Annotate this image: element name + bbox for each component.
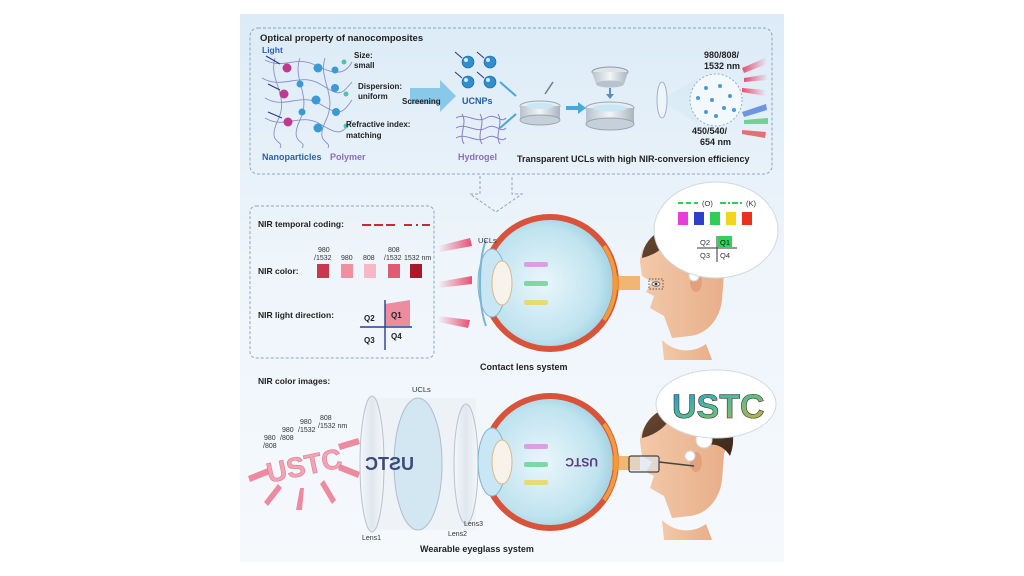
bubble-swatch-3 bbox=[710, 212, 720, 225]
bubble-ustc: USTC bbox=[672, 388, 765, 426]
swatch-1-l1: 980 bbox=[318, 247, 330, 254]
lens-mold-icon bbox=[519, 81, 561, 126]
bubble-q1: Q1 bbox=[720, 238, 730, 247]
q4-label: Q4 bbox=[391, 332, 402, 341]
dispersion-label: Dispersion: bbox=[358, 82, 402, 91]
middle-nir-beams bbox=[438, 238, 472, 328]
screening-label: Screening bbox=[402, 97, 441, 106]
bubble-q3: Q3 bbox=[700, 251, 710, 260]
bubble-k-label: (K) bbox=[746, 199, 757, 208]
swatch-1-l2: /1532 bbox=[314, 255, 332, 262]
nir-in-label-1: 980/808/ bbox=[704, 50, 740, 60]
nir-color-swatches: 980 /1532 980 808 808 /1532 1532 nm bbox=[314, 247, 431, 278]
vis-out-label-2: 654 nm bbox=[700, 137, 731, 147]
q1-label: Q1 bbox=[391, 311, 402, 320]
l-808-1532-2: /1532 nm bbox=[318, 423, 347, 430]
q3-label: Q3 bbox=[364, 336, 375, 345]
bottom-caption: Wearable eyeglass system bbox=[420, 544, 534, 554]
lens-system-icon: USTC bbox=[359, 395, 479, 533]
polymer-label: Polymer bbox=[330, 152, 366, 162]
bubble-q2: Q2 bbox=[700, 238, 710, 247]
swatch-3 bbox=[364, 264, 376, 278]
q2-label: Q2 bbox=[364, 314, 375, 323]
vis-out-label-1: 450/540/ bbox=[692, 126, 728, 136]
middle-eye-icon bbox=[477, 214, 640, 352]
refractive-value: matching bbox=[346, 131, 382, 140]
dispersion-value: uniform bbox=[358, 92, 388, 101]
swatch-4 bbox=[388, 264, 400, 278]
bubble-swatch-4 bbox=[726, 212, 736, 225]
nir-color-images-label: NIR color images: bbox=[258, 376, 330, 386]
quadrant-diagram bbox=[360, 300, 412, 350]
mirrored-ustc: USTC bbox=[365, 454, 414, 474]
temporal-label: NIR temporal coding: bbox=[258, 219, 344, 229]
top-caption: Transparent UCLs with high NIR-conversio… bbox=[517, 154, 750, 164]
swatch-2 bbox=[341, 264, 353, 278]
arrow-to-mold-2 bbox=[499, 113, 517, 129]
ucls-bottom-label: UCLs bbox=[412, 385, 431, 394]
bubble-q4: Q4 bbox=[720, 251, 730, 260]
lens3-label: Lens3 bbox=[464, 521, 483, 528]
bubble-swatch-5 bbox=[742, 212, 752, 225]
bubble-o-label: (O) bbox=[702, 199, 713, 208]
eye-image-ustc: USTC bbox=[565, 455, 598, 469]
swatch-5-l2: 1532 nm bbox=[404, 255, 431, 262]
hydrogel-label: Hydrogel bbox=[458, 152, 497, 162]
screening-arrow bbox=[410, 80, 456, 112]
top-box bbox=[249, 27, 773, 175]
l-980-1532-1: 980 bbox=[300, 419, 312, 426]
l-808-1532-1: 808 bbox=[320, 415, 332, 422]
light-label: Light bbox=[262, 45, 283, 55]
press-mold-icon bbox=[585, 66, 635, 131]
l-980-808-a1: 980 bbox=[264, 435, 276, 442]
down-funnel-arrow bbox=[468, 176, 524, 213]
direction-label: NIR light direction: bbox=[258, 310, 334, 320]
bottom-eye-icon: USTC bbox=[477, 393, 640, 531]
ucnps-label: UCNPs bbox=[462, 96, 493, 106]
swatch-5 bbox=[410, 264, 422, 278]
refractive-label: Refractive index: bbox=[346, 120, 410, 129]
swatch-4-l2: /1532 bbox=[384, 255, 402, 262]
l-980-808-b1: 980 bbox=[282, 427, 294, 434]
swatch-4-l1: 808 bbox=[388, 247, 400, 254]
bubble-swatch-2 bbox=[694, 212, 704, 225]
lens2-label: Lens2 bbox=[448, 531, 467, 538]
l-980-1532-2: /1532 bbox=[298, 427, 316, 434]
nir-beams-in bbox=[742, 58, 768, 96]
bubble-swatch-1 bbox=[678, 212, 688, 225]
middle-caption: Contact lens system bbox=[480, 362, 568, 372]
ucl-lens-icon bbox=[656, 73, 743, 127]
middle-thought-bubble bbox=[653, 181, 779, 282]
size-label: Size: bbox=[354, 51, 373, 60]
ucnps-icon bbox=[454, 51, 497, 89]
size-value: small bbox=[354, 61, 374, 70]
arrow-right-mold bbox=[566, 102, 586, 114]
swatch-3-l2: 808 bbox=[363, 255, 375, 262]
lens1-label: Lens1 bbox=[362, 535, 381, 542]
top-title: Optical property of nanocomposites bbox=[260, 33, 423, 44]
swatch-1 bbox=[317, 264, 329, 278]
nir-color-label: NIR color: bbox=[258, 266, 299, 276]
l-980-808-a2: /808 bbox=[263, 443, 277, 450]
bubble-legend bbox=[678, 202, 752, 262]
middle-box bbox=[249, 205, 435, 359]
arrow-to-mold bbox=[499, 81, 517, 97]
nanoparticles-label: Nanoparticles bbox=[262, 152, 322, 162]
l-980-808-b2: /808 bbox=[280, 435, 294, 442]
visible-beams-out bbox=[742, 104, 768, 138]
middle-ucls-label: UCLs bbox=[478, 236, 497, 245]
hydrogel-icon bbox=[455, 113, 507, 145]
nanocomposite-network-icon bbox=[261, 55, 353, 149]
bottom-thought-bubble bbox=[655, 369, 777, 462]
nir-in-label-2: 1532 nm bbox=[704, 61, 740, 71]
swatch-2-l2: 980 bbox=[341, 255, 353, 262]
